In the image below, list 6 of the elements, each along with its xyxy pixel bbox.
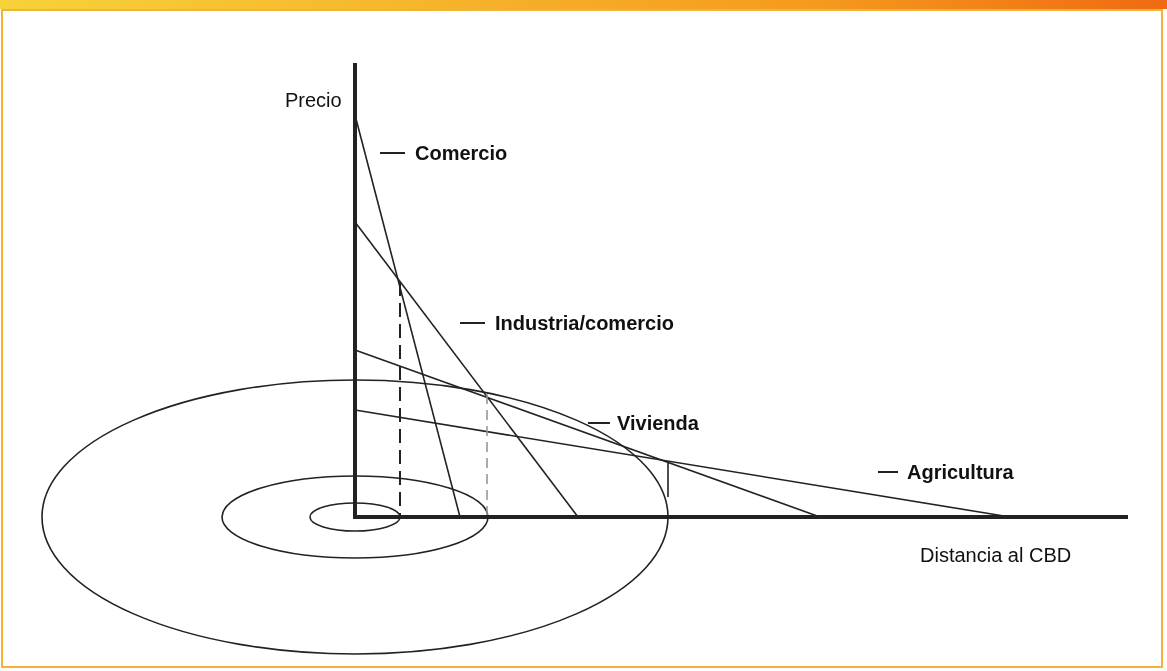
curve-label: Comercio (415, 141, 508, 165)
curve-label: Vivienda (617, 411, 699, 435)
axis-label: Precio (285, 88, 342, 112)
curve-label: Industria/comercio (495, 311, 674, 335)
axis-label: Distancia al CBD (920, 543, 1072, 567)
curve-label: Agricultura (907, 460, 1014, 484)
